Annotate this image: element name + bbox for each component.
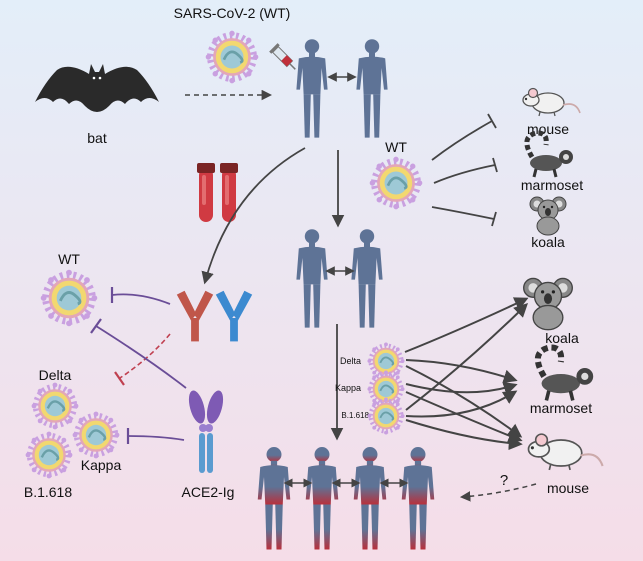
antibody-inhibit-wt [111, 293, 171, 305]
bat-label: bat [87, 130, 107, 146]
variant-kappa-small-label: Kappa [335, 383, 361, 393]
wt-virus-left-icon [41, 270, 98, 327]
delta-virus-icon [32, 383, 79, 430]
bat-icon [35, 64, 159, 112]
variant-infection-arrows [404, 297, 529, 451]
delta-label: Delta [39, 367, 72, 383]
question-mark: ? [500, 472, 508, 489]
variant-delta-small-label: Delta [340, 356, 361, 366]
human-to-antibody-arrow [201, 147, 306, 285]
blood-tubes-icon [197, 163, 238, 222]
ace2-inhibit-variants [127, 435, 185, 441]
koala-label-bottom: koala [545, 330, 579, 346]
source-virus-icon [206, 31, 259, 84]
b1618-label: B.1.618 [24, 484, 72, 500]
marmoset-label-bottom: marmoset [530, 400, 592, 416]
wt-left-label: WT [58, 251, 80, 267]
variant-b1618-small-icon [367, 397, 404, 434]
syringe-icon [269, 43, 296, 70]
ace2-inhibit-wt [95, 325, 187, 389]
b1618-virus-icon [26, 432, 73, 479]
wt-virus-center-icon [370, 157, 423, 210]
mouse-label-top: mouse [527, 121, 569, 137]
marmoset-label-top: marmoset [521, 177, 583, 193]
variant-b1618-small-label: B.1.618 [341, 411, 369, 420]
wt-no-infection-lines [431, 113, 498, 227]
ace2-ig-icon [188, 390, 224, 473]
ace2-label: ACE2-Ig [182, 484, 235, 500]
mouse-label-bottom: mouse [547, 480, 589, 496]
mouse-to-human-dashed-arrow [459, 483, 537, 502]
antibody-weak-inhibit-delta [119, 333, 171, 379]
source-virus-label: SARS-CoV-2 (WT) [174, 5, 291, 21]
koala-label-top: koala [531, 234, 565, 250]
wt-center-label: WT [385, 139, 407, 155]
kappa-label: Kappa [81, 457, 122, 473]
kappa-virus-icon [73, 412, 120, 459]
